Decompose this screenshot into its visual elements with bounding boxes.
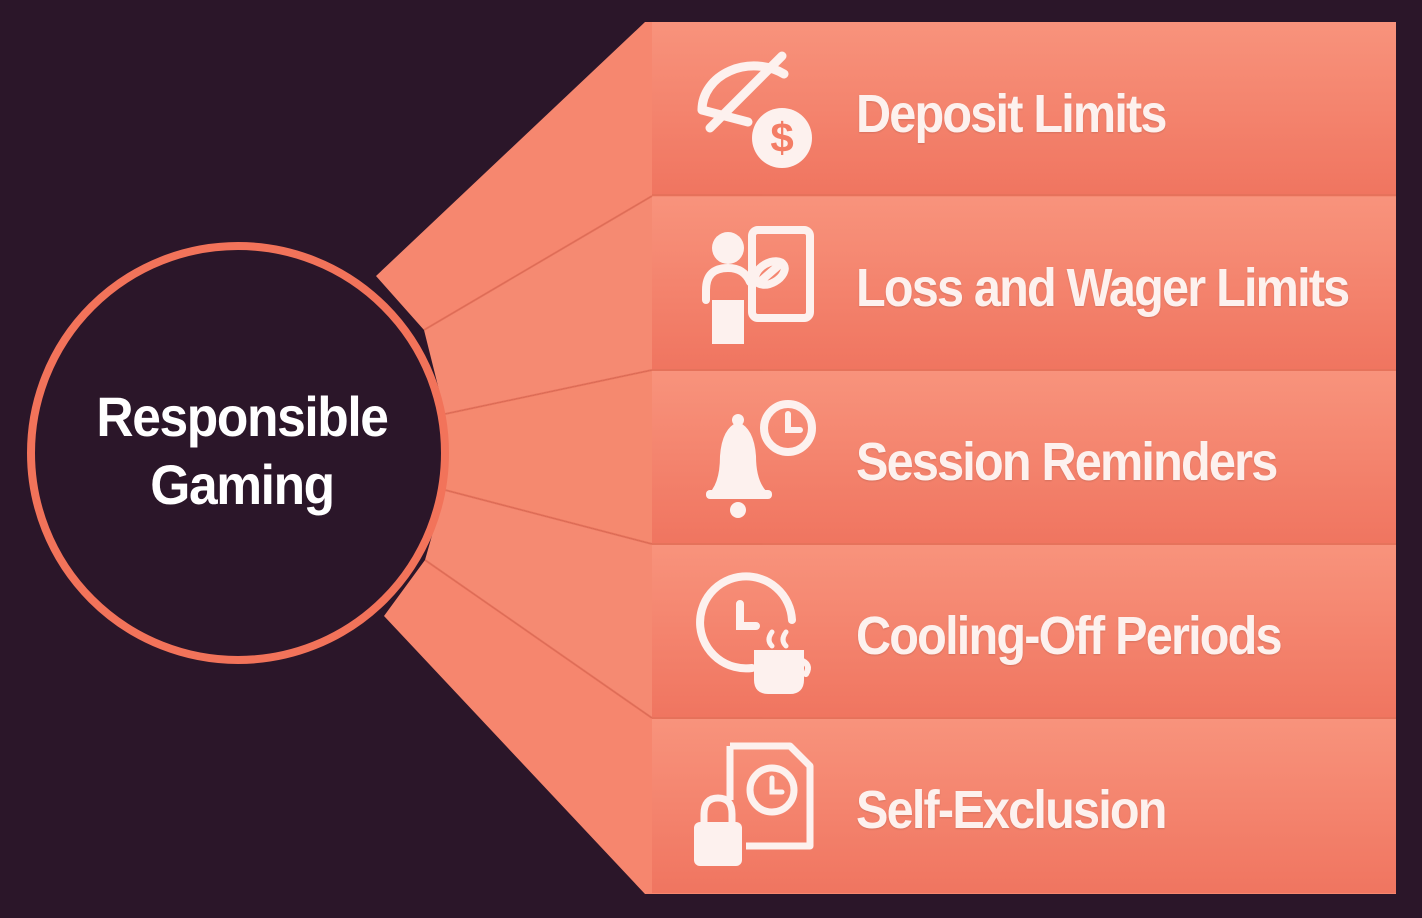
item-bands (652, 22, 1396, 893)
item-label-self-exclusion: Self-Exclusion (856, 780, 1167, 840)
wager-limit-icon (702, 226, 814, 344)
hub-title-line2: Gaming (150, 453, 335, 516)
item-label-deposit-limits: Deposit Limits (856, 84, 1167, 144)
bell-clock-icon (706, 400, 816, 518)
lock-document-clock-icon (694, 742, 814, 866)
item-band-3 (652, 371, 1396, 543)
hub-title-line1: Responsible (96, 385, 389, 448)
item-label-cooling-off-periods: Cooling-Off Periods (856, 606, 1283, 666)
item-label-session-reminders: Session Reminders (856, 432, 1278, 492)
hub-circle (27, 242, 449, 664)
item-label-loss-and-wager-limits: Loss and Wager Limits (856, 258, 1350, 318)
clock-coffee-icon (696, 572, 811, 694)
deposit-limit-icon: $ (697, 51, 812, 168)
hub-title: Responsible Gaming (75, 383, 410, 519)
band-separators (423, 194, 1396, 719)
svg-text:$: $ (770, 114, 793, 161)
